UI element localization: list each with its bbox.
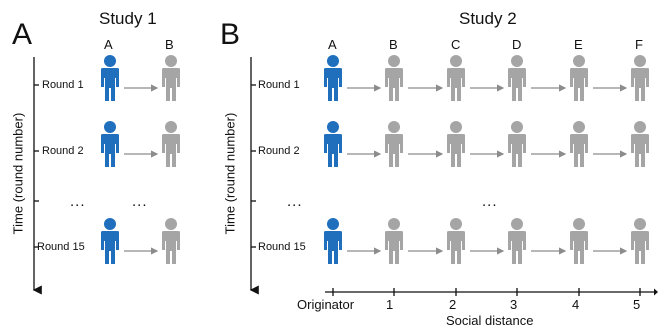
panel-a-title: Study 1 (99, 9, 157, 28)
person-icon (324, 121, 342, 167)
person-icon (447, 55, 465, 101)
panel-a-round-15: Round 15 (37, 241, 85, 253)
person-icon (447, 121, 465, 167)
panel-a-round-2: Round 2 (42, 145, 84, 157)
panel-b-letter: B (220, 18, 241, 51)
panel-b-round-2: Round 2 (258, 145, 300, 157)
x-axis-label: Social distance (446, 313, 534, 328)
x-tick-5: 5 (633, 297, 641, 312)
social-distance-axis-arrowhead (654, 288, 658, 296)
person-icon (570, 121, 588, 167)
x-tick-1: 1 (386, 297, 394, 312)
person-icon (508, 121, 526, 167)
panel-b-axis (249, 57, 658, 296)
person-icon (101, 121, 119, 167)
x-tick-4: 4 (572, 297, 580, 312)
person-icon (508, 55, 526, 101)
person-icon (324, 55, 342, 101)
panel-b-col-f: F (635, 37, 643, 52)
panel-b-ellipsis-1: ... (287, 193, 303, 210)
person-icon (631, 121, 649, 167)
person-icon (447, 218, 465, 264)
person-icon (631, 55, 649, 101)
panel-a-col-a: A (104, 37, 113, 52)
person-icon (631, 218, 649, 264)
x-tick-originator: Originator (297, 297, 355, 312)
panel-a-col-b: B (165, 37, 174, 52)
x-tick-2: 2 (449, 297, 457, 312)
person-icon (570, 55, 588, 101)
person-icon (162, 55, 180, 101)
panel-a-ellipsis-1: ... (70, 193, 86, 210)
panel-b-col-b: B (389, 37, 398, 52)
panel-b-col-e: E (574, 37, 583, 52)
panel-b-ellipsis-2: ... (482, 193, 498, 210)
person-icon (324, 218, 342, 264)
person-icon (101, 218, 119, 264)
panel-b-col-c: C (451, 37, 461, 52)
person-icon (385, 121, 403, 167)
panel-b-people (324, 55, 649, 264)
panel-a-round-1: Round 1 (42, 79, 84, 91)
person-icon (508, 218, 526, 264)
panel-a-y-axis-label: Time (round number) (10, 112, 26, 235)
panel-b-y-axis-label: Time (round number) (222, 112, 238, 235)
panel-a-axis (32, 57, 42, 295)
panel-b-round-1: Round 1 (258, 79, 300, 91)
person-icon (570, 218, 588, 264)
person-icon (101, 55, 119, 101)
person-icon (385, 55, 403, 101)
panel-a-letter: A (12, 18, 33, 51)
person-icon (385, 218, 403, 264)
panel-b-col-d: D (512, 37, 522, 52)
person-icon (162, 121, 180, 167)
panel-a-people (101, 55, 180, 264)
x-tick-3: 3 (510, 297, 518, 312)
panel-b-title: Study 2 (459, 9, 517, 28)
panel-b-round-15: Round 15 (258, 241, 306, 253)
panel-b-col-a: A (328, 37, 337, 52)
panel-a-ellipsis-2: ... (132, 193, 148, 210)
person-icon (162, 218, 180, 264)
